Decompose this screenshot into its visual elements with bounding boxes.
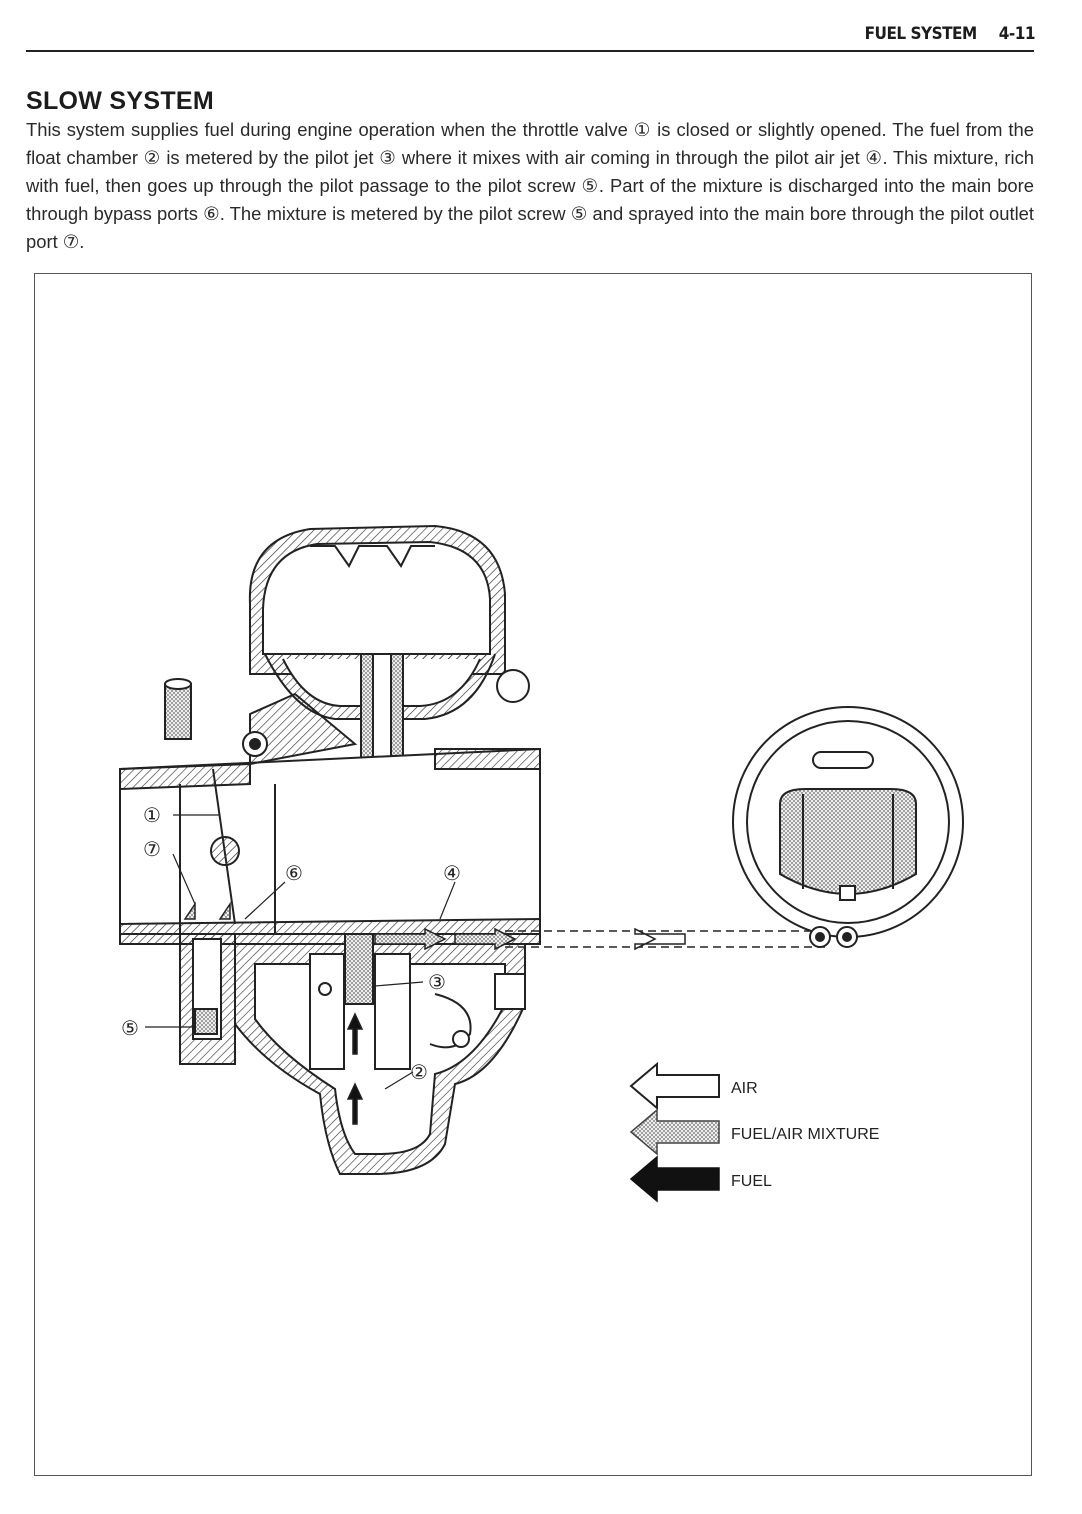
header-section: FUEL SYSTEM [864,24,978,44]
flow-arrows [183,901,686,1125]
legend-fuel-air: FUEL/AIR MIXTURE [629,1108,879,1156]
air-passage-lines [505,930,825,948]
callout-6: ⑥ [285,863,303,885]
legend-air-label: AIR [731,1080,758,1097]
legend: AIR FUEL/AIR MIXTURE FUEL [629,1061,879,1203]
air-arrow-icon [629,1061,720,1111]
carburetor-body [119,524,541,1175]
page-header: FUEL SYSTEM 4-11 [860,24,1036,44]
callout-leaders [145,814,456,1090]
callout-2: ② [410,1062,428,1084]
legend-fuel: FUEL [629,1155,772,1203]
body-paragraph: This system supplies fuel during engine … [26,119,1034,252]
legend-fuel-label: FUEL [731,1173,772,1190]
callout-7: ⑦ [143,839,161,861]
legend-fuel-air-label: FUEL/AIR MIXTURE [731,1126,879,1143]
section-title: SLOW SYSTEM [26,87,215,115]
carburetor-diagram-frame: ① ② ③ ④ ⑤ ⑥ ⑦ AIR FUEL/AIR MIXTURE FUEL [34,273,1032,1476]
fuel-arrow-icon [629,1155,720,1203]
header-page-number: 4-11 [998,24,1036,44]
callout-3: ③ [428,972,446,994]
carburetor-diagram: ① ② ③ ④ ⑤ ⑥ ⑦ AIR FUEL/AIR MIXTURE FUEL [119,524,964,1203]
legend-air: AIR [629,1061,758,1111]
header-rule [26,50,1034,52]
bore-end-view [732,706,964,948]
fuel-air-arrow-icon [629,1108,720,1156]
callout-5: ⑤ [121,1018,139,1040]
callout-1: ① [143,805,161,827]
callout-4: ④ [443,863,461,885]
